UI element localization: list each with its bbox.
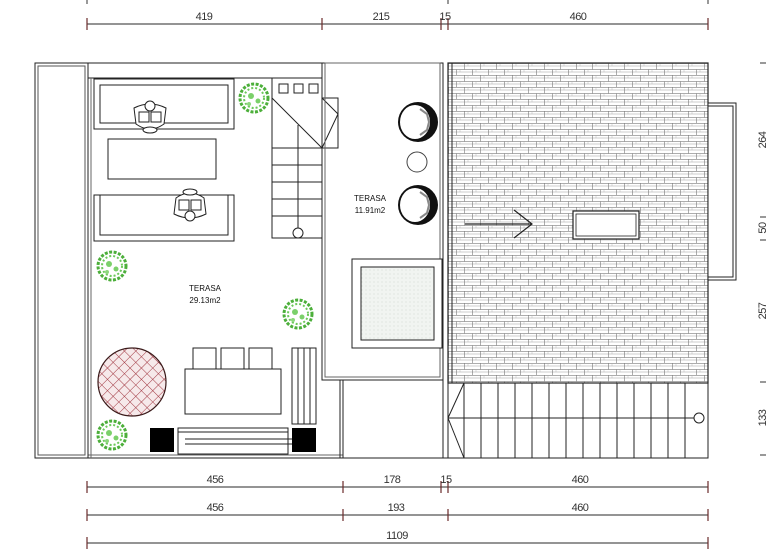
dim-top-2: 215 bbox=[372, 11, 390, 23]
dimension-top bbox=[86, 0, 709, 30]
coffee-table bbox=[107, 138, 217, 180]
dim-bottom2-1: 456 bbox=[206, 502, 224, 514]
roof-overhang bbox=[707, 102, 737, 281]
planter-right bbox=[292, 428, 316, 452]
plant-left bbox=[96, 250, 128, 282]
dimension-right bbox=[760, 62, 766, 456]
plant-right bbox=[282, 298, 314, 330]
room-area: 11.91m2 bbox=[354, 206, 386, 215]
dim-bottom1-3: 15 bbox=[440, 474, 452, 486]
room-label-terasa-small: TERASA 11.91m2 bbox=[345, 193, 395, 217]
lower-middle-walls bbox=[339, 380, 448, 459]
dim-total: 1109 bbox=[386, 530, 408, 542]
round-rug bbox=[97, 347, 167, 417]
left-balcony-strip bbox=[34, 62, 89, 459]
plant-bottom bbox=[96, 419, 128, 451]
skylight bbox=[572, 210, 640, 240]
sofa-bottom bbox=[93, 194, 235, 242]
sun-lounger bbox=[177, 427, 292, 455]
sofa-top bbox=[93, 78, 235, 130]
dim-right-1: 264 bbox=[757, 131, 768, 149]
slatted-bench bbox=[291, 347, 317, 425]
room-area: 29.13m2 bbox=[189, 296, 221, 305]
room-name: TERASA bbox=[353, 194, 386, 203]
dim-bottom1-1: 456 bbox=[206, 474, 224, 486]
dim-right-2: 50 bbox=[757, 222, 768, 234]
dim-top-4: 460 bbox=[569, 11, 587, 23]
stair-left bbox=[271, 77, 339, 239]
slope-arrow bbox=[465, 209, 533, 239]
lounge-chair-bottom bbox=[397, 184, 439, 226]
room-label-terasa-large: TERASA 29.13m2 bbox=[180, 283, 230, 307]
dining-set bbox=[184, 347, 282, 415]
lounge-chair-top bbox=[397, 101, 439, 143]
dim-right-3: 257 bbox=[757, 302, 768, 320]
dim-right-4: 133 bbox=[757, 409, 768, 427]
room-name: TERASA bbox=[188, 284, 221, 293]
side-table bbox=[406, 151, 428, 173]
dim-bottom2-2: 193 bbox=[387, 502, 405, 514]
dim-bottom1-2: 178 bbox=[383, 474, 401, 486]
planter-left bbox=[150, 428, 174, 452]
dim-bottom2-3: 460 bbox=[571, 502, 589, 514]
jacuzzi bbox=[351, 258, 443, 349]
plant-top bbox=[238, 82, 270, 114]
armchair-bottom bbox=[173, 188, 207, 222]
dim-bottom1-4: 460 bbox=[571, 474, 589, 486]
dimension-bottom bbox=[86, 481, 709, 549]
stair-bottom-right bbox=[447, 382, 709, 459]
dim-top-1: 419 bbox=[195, 11, 213, 23]
dim-top-3: 15 bbox=[439, 11, 451, 23]
terrace-small bbox=[321, 62, 444, 381]
